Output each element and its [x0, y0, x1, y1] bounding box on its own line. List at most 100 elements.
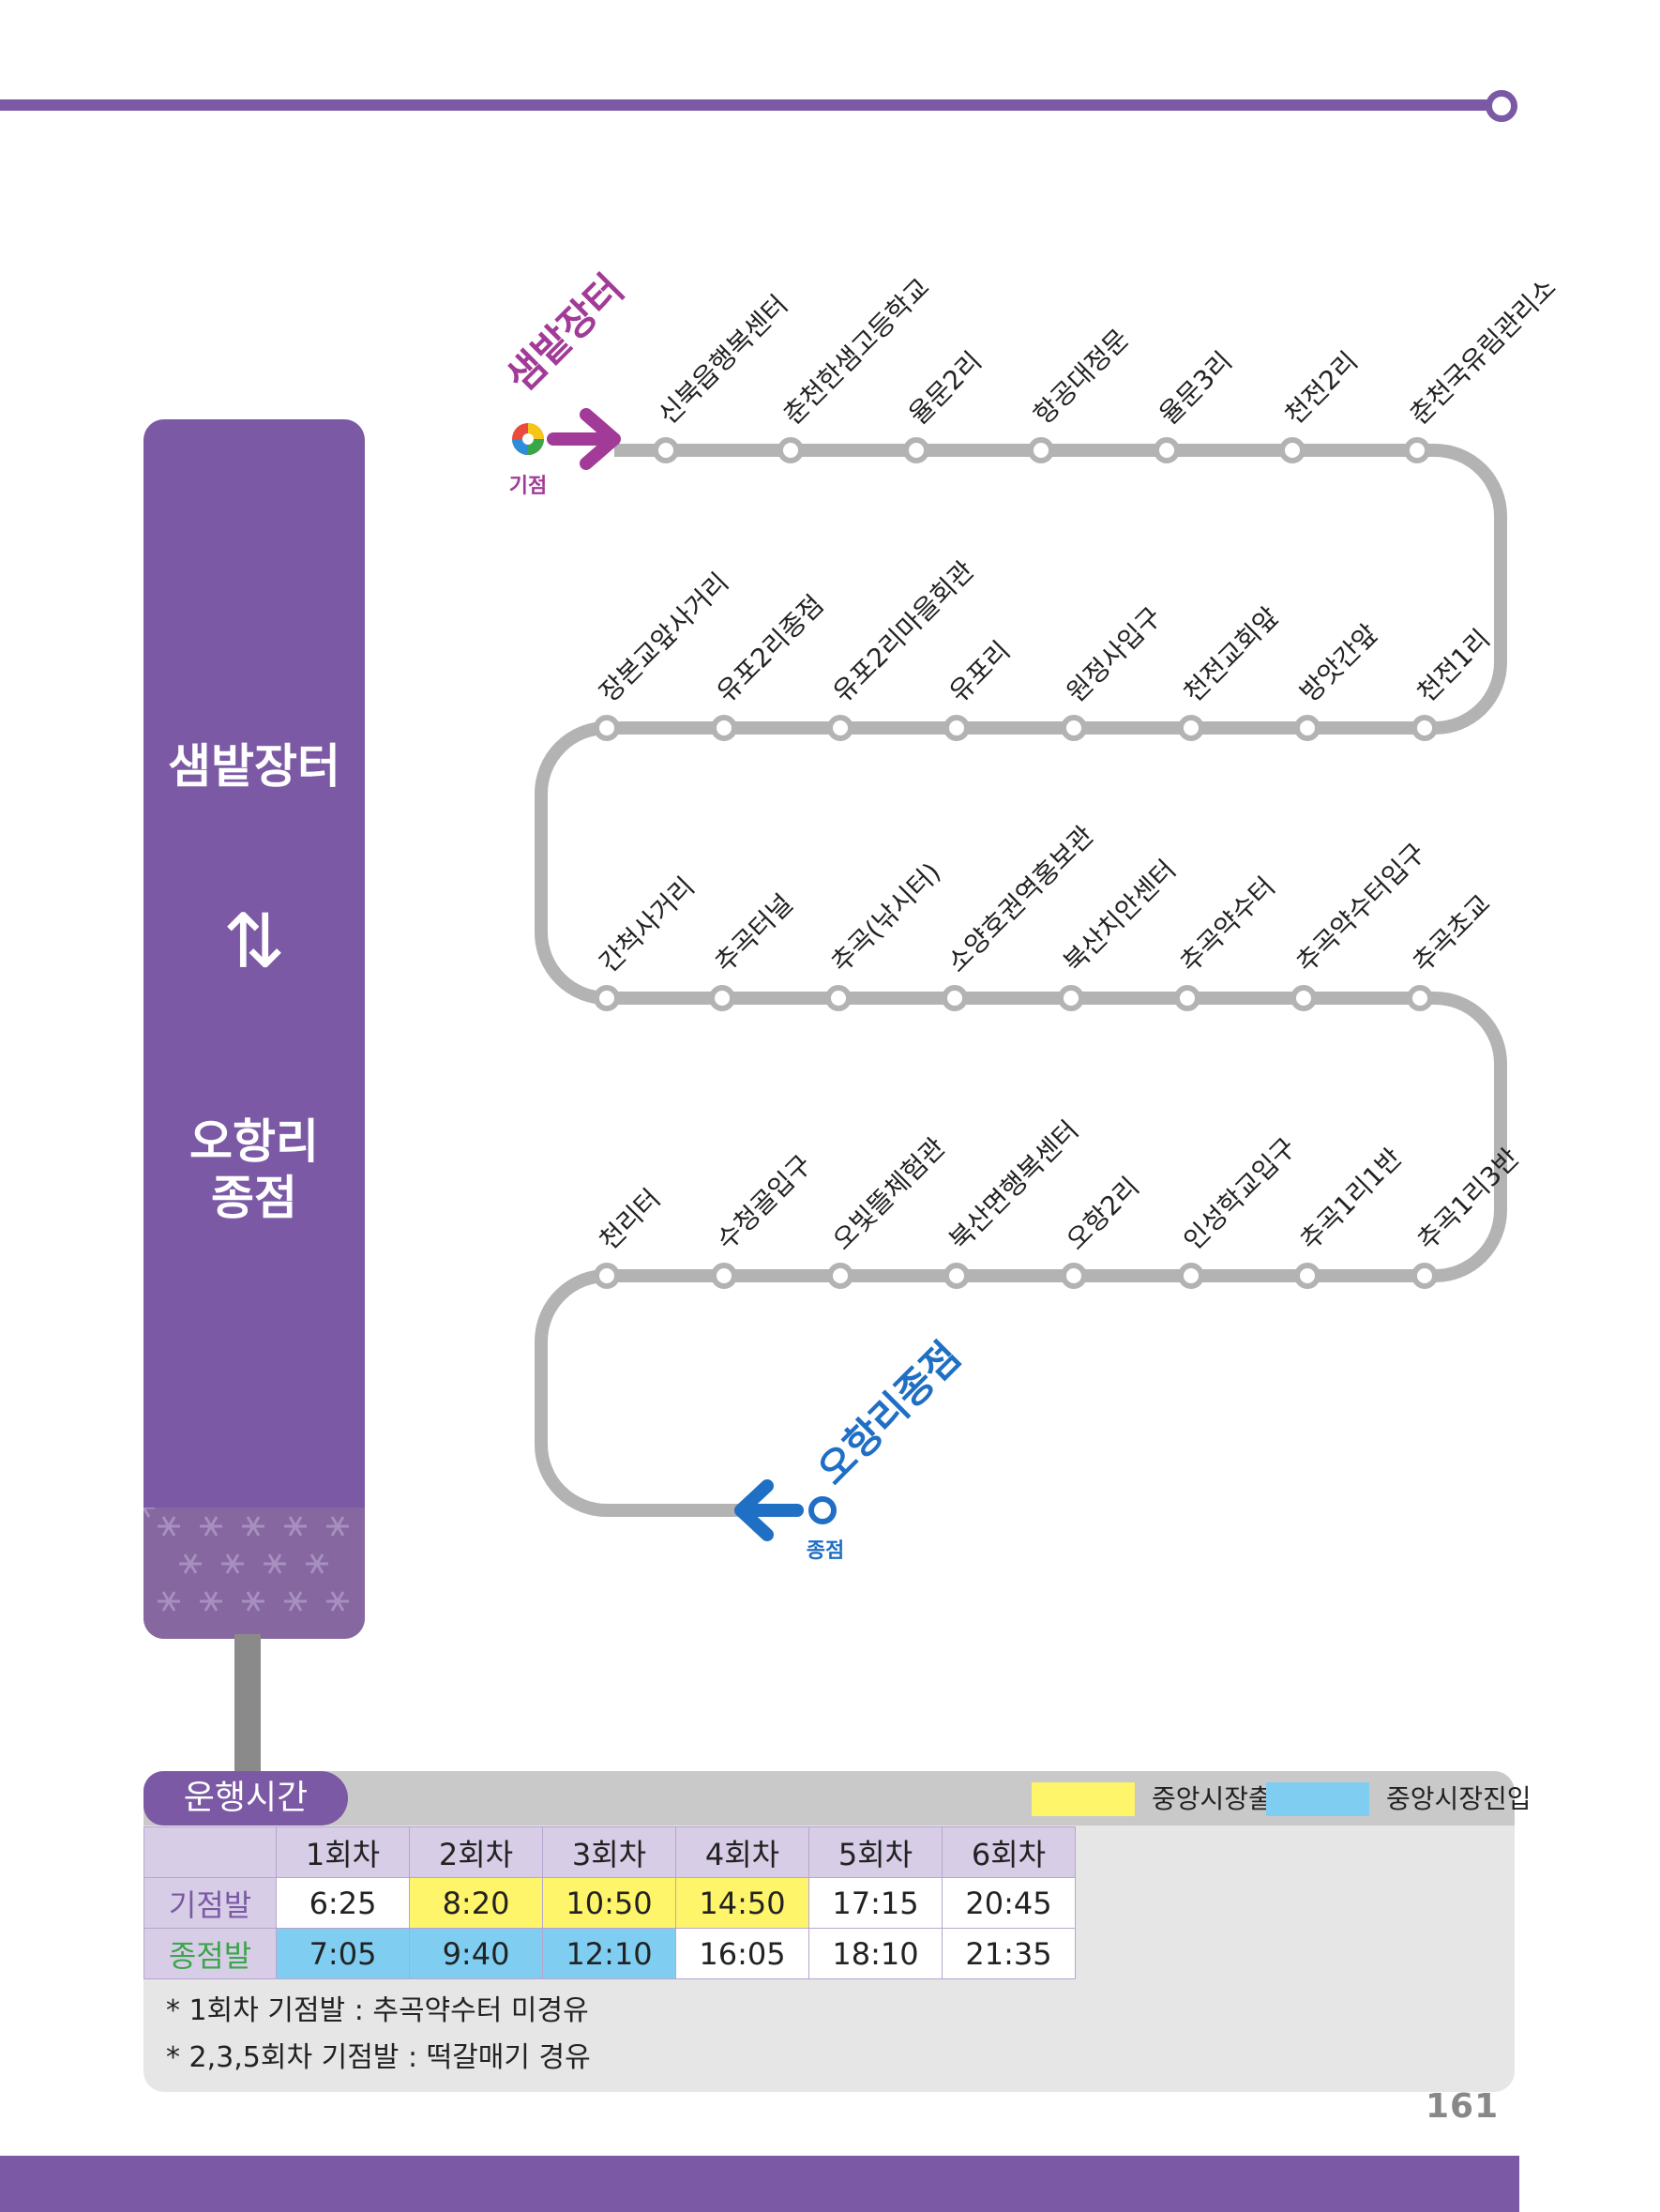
stop-label: 원정사입구 [1061, 601, 1168, 708]
stop-marker [943, 715, 970, 741]
stop-marker [1058, 985, 1084, 1011]
stop-marker [943, 1263, 970, 1289]
legend-swatch-yellow [1032, 1782, 1135, 1816]
stop-label: 유포리 [943, 635, 1017, 708]
stop-label: 오항2리 [1061, 1171, 1146, 1256]
stop-label: 추곡초교 [1407, 888, 1497, 978]
stop-label: 인성학교입구 [1178, 1131, 1303, 1256]
destination-tag: 종점 [807, 1539, 844, 1563]
route-side-panel: 샘밭장터 ⇅ 오항리 종점 [143, 419, 365, 1639]
stop-marker [827, 1263, 853, 1289]
stop-marker [1061, 715, 1087, 741]
stop-marker [903, 437, 929, 463]
time-cell: 14:50 [675, 1877, 809, 1929]
stop-label: 율문3리 [1154, 345, 1239, 431]
stop-marker [1290, 985, 1317, 1011]
stop-label: 천리터 [594, 1183, 667, 1256]
side-destination-line2: 종점 [211, 1171, 297, 1225]
stop-label: 간척사거리 [594, 871, 701, 978]
time-cell: 21:35 [942, 1928, 1076, 1979]
timetable-tab: 운행시간 [143, 1771, 348, 1826]
stop-label: 유포2리종점 [711, 589, 830, 708]
stop-label: 북산치안센터 [1058, 854, 1183, 978]
bidirectional-arrows-icon: ⇅ [222, 898, 286, 985]
stop-label: 추곡약수터 [1174, 871, 1281, 978]
stop-marker [653, 437, 679, 463]
route-line [535, 444, 1507, 1517]
flower-pattern-decoration [143, 1497, 365, 1639]
side-origin-label: 샘밭장터 [168, 739, 340, 794]
time-cell: 6:25 [276, 1877, 410, 1929]
stop-marker [1028, 437, 1054, 463]
origin-marker: 기점 샘밭장터 [497, 265, 632, 498]
stop-label: 율문2리 [903, 345, 988, 431]
legend-swatch-blue [1266, 1782, 1369, 1816]
flower-pattern-icon [143, 1497, 349, 1612]
route-stops [594, 437, 1438, 1289]
time-cell: 10:50 [542, 1877, 676, 1929]
stop-label: 방앗간앞 [1294, 618, 1384, 708]
stop-marker [1279, 437, 1305, 463]
top-rule [0, 99, 1491, 111]
time-cell: 18:10 [808, 1928, 943, 1979]
bottom-bar [0, 2156, 1519, 2212]
destination-name: 오항리종점 [808, 1333, 969, 1493]
time-cell: 17:15 [808, 1877, 943, 1929]
stop-label: 천전교회앞 [1178, 601, 1285, 708]
stop-label: 춘천국유림관리소 [1404, 272, 1562, 431]
destination-ring-icon [808, 1496, 837, 1524]
stop-label: 추곡1리3반 [1411, 1143, 1525, 1256]
page-number: 161 [1426, 2087, 1500, 2126]
stop-marker [827, 715, 853, 741]
stop-label: 천전1리 [1411, 623, 1497, 708]
stop-marker [1294, 1263, 1320, 1289]
stop-marker [1178, 1263, 1204, 1289]
stop-marker [1178, 715, 1204, 741]
stop-marker [1061, 1263, 1087, 1289]
side-destination-label: 오항리 종점 [143, 1114, 365, 1226]
stop-marker [594, 1263, 620, 1289]
header-cell: 4회차 [675, 1826, 809, 1878]
stop-marker [594, 715, 620, 741]
header-cell: 5회차 [808, 1826, 943, 1878]
time-cell: 20:45 [942, 1877, 1076, 1929]
timetable-note-1: * 1회차 기점발 : 추곡약수터 미경유 [166, 1994, 589, 2027]
stop-label: 항공대정문 [1028, 324, 1135, 431]
origin-name: 샘밭장터 [497, 265, 632, 401]
legend-label-entry: 중앙시장진입 [1386, 1783, 1532, 1814]
stop-marker [1294, 715, 1320, 741]
panel-post [234, 1634, 261, 1775]
stop-label: 신북읍행복센터 [653, 289, 794, 431]
timetable-header-row: 1회차 2회차 3회차 4회차 5회차 6회차 [143, 1826, 1076, 1878]
stop-marker [825, 985, 852, 1011]
time-cell: 7:05 [276, 1928, 410, 1979]
stop-label: 추곡(낚시터) [825, 856, 947, 978]
stop-marker [594, 985, 620, 1011]
row-label-destination: 종점발 [143, 1928, 277, 1979]
side-destination-line1: 오항리 [189, 1114, 319, 1169]
stop-marker [1411, 715, 1438, 741]
time-cell: 12:10 [542, 1928, 676, 1979]
stop-label: 수청골입구 [711, 1149, 818, 1256]
header-cell: 1회차 [276, 1826, 410, 1878]
origin-logo-icon [512, 423, 544, 455]
timetable-table: 1회차 2회차 3회차 4회차 5회차 6회차 기점발 6:25 8:20 10… [143, 1826, 1076, 1979]
row-label-origin: 기점발 [143, 1877, 277, 1929]
stop-marker [1154, 437, 1180, 463]
table-row: 기점발 6:25 8:20 10:50 14:50 17:15 20:45 [143, 1877, 1076, 1929]
stop-label: 추곡1리1반 [1294, 1143, 1408, 1256]
top-rule-end-circle [1486, 90, 1517, 122]
route-lines [535, 444, 1507, 1517]
destination-arrow-icon [734, 1479, 804, 1541]
stop-label: 추곡터널 [709, 888, 799, 978]
stop-marker [942, 985, 968, 1011]
stop-marker [709, 985, 735, 1011]
origin-tag: 기점 [509, 475, 547, 498]
stop-marker [1174, 985, 1200, 1011]
stop-marker [711, 1263, 737, 1289]
stop-marker [777, 437, 804, 463]
timetable-note-2: * 2,3,5회차 기점발 : 떡갈매기 경유 [166, 2041, 591, 2074]
stop-label: 오빛뜰체험관 [827, 1131, 952, 1256]
